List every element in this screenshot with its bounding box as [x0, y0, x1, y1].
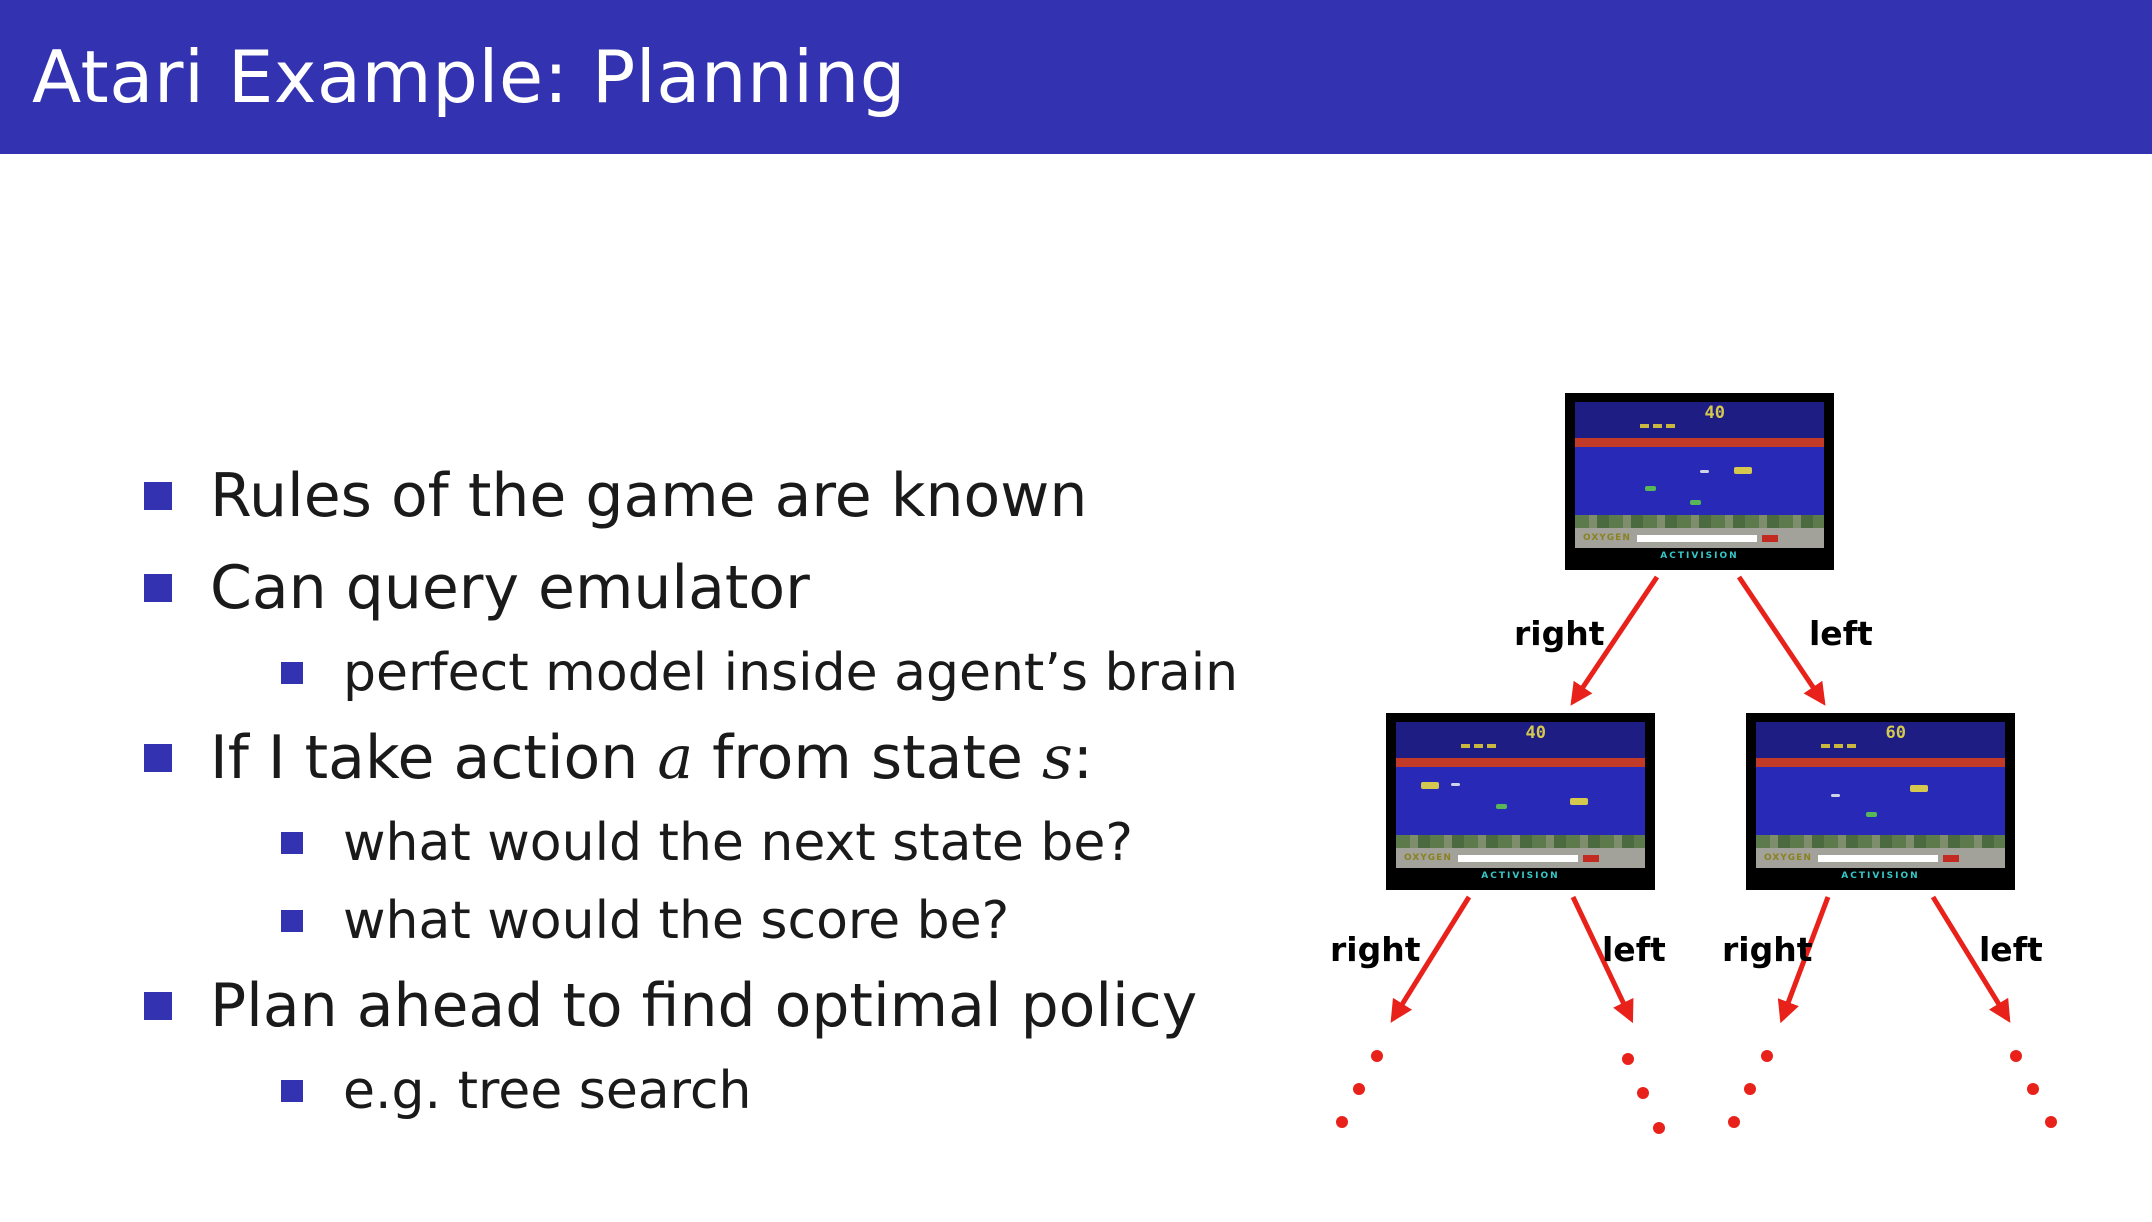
- bullet-item-take-action: If I take action a from state s:: [144, 712, 1304, 804]
- bubble-sprite: [1830, 794, 1840, 798]
- bullet-item-tree-search: e.g. tree search: [144, 1052, 1304, 1130]
- score-band: 60: [1756, 722, 2005, 758]
- atari-frame: 60 OXYGEN ACTIVISION: [1756, 722, 2005, 884]
- action-label-left: left: [1809, 614, 1873, 653]
- brand-band: ACTIVISION: [1756, 868, 2005, 884]
- bullet-marker: [281, 832, 303, 854]
- bullet-marker: [144, 992, 172, 1020]
- atari-frame: 40 OXYGEN ACTIVISION: [1575, 402, 1824, 564]
- game-score: 40: [1525, 723, 1546, 743]
- action-label-left: left: [1979, 930, 2043, 969]
- bullet-text: Rules of the game are known: [210, 461, 1088, 531]
- submarine-sprite: [1910, 784, 1929, 792]
- bullet-item-next-state: what would the next state be?: [144, 804, 1304, 882]
- bullet-item-emulator: Can query emulator: [144, 542, 1304, 634]
- water-area: [1756, 767, 2005, 835]
- math-var-s: s: [1041, 723, 1073, 793]
- atari-screen-left-child: 40 OXYGEN ACTIVISION: [1386, 713, 1655, 890]
- oxygen-bar: [1817, 854, 1938, 862]
- bullet-text: Plan ahead to find optimal policy: [210, 971, 1198, 1041]
- action-label-right: right: [1514, 614, 1605, 653]
- brand-label: ACTIVISION: [1841, 871, 1920, 881]
- surface-stripe: [1396, 758, 1645, 767]
- bullet-marker: [144, 744, 172, 772]
- bullet-text-part: from state: [712, 723, 1023, 793]
- bullet-text: what would the score be?: [343, 891, 1010, 951]
- surface-stripe: [1575, 438, 1824, 447]
- bullet-marker: [281, 662, 303, 684]
- action-label-right: right: [1722, 930, 1813, 969]
- game-score: 60: [1885, 723, 1906, 743]
- atari-screen-root: 40 OXYGEN ACTIVISION: [1565, 393, 1834, 570]
- bullet-marker: [144, 482, 172, 510]
- score-band: 40: [1575, 402, 1824, 438]
- score-band: 40: [1396, 722, 1645, 758]
- lives-indicator: [1639, 424, 1649, 428]
- atari-frame: 40 OXYGEN ACTIVISION: [1396, 722, 1645, 884]
- fish-sprite: [1495, 804, 1507, 810]
- bubble-sprite: [1699, 470, 1709, 474]
- bullet-text: If I take action a from state s:: [210, 723, 1093, 793]
- oxygen-bar-red: [1582, 854, 1599, 862]
- math-var-a: a: [657, 723, 694, 793]
- oxygen-label: OXYGEN: [1404, 853, 1452, 863]
- surface-stripe: [1756, 758, 2005, 767]
- continuation-dots: [1336, 1050, 2057, 1134]
- oxygen-bar-red: [1761, 534, 1778, 542]
- bullet-item-score: what would the score be?: [144, 882, 1304, 960]
- atari-screen-right-child: 60 OXYGEN ACTIVISION: [1746, 713, 2015, 890]
- lives-indicator: [1820, 744, 1830, 748]
- lives-indicator: [1460, 744, 1470, 748]
- action-label-left: left: [1602, 930, 1666, 969]
- oxygen-label: OXYGEN: [1764, 853, 1812, 863]
- submarine-sprite: [1420, 781, 1439, 789]
- slide-title: Atari Example: Planning: [32, 35, 906, 119]
- water-area: [1575, 447, 1824, 515]
- brand-band: ACTIVISION: [1575, 548, 1824, 564]
- enemy-sub-sprite: [1570, 797, 1589, 805]
- bullet-text-part: If I take action: [210, 723, 639, 793]
- seafloor: [1756, 835, 2005, 848]
- bullet-item-plan-ahead: Plan ahead to find optimal policy: [144, 960, 1304, 1052]
- slide-header: Atari Example: Planning: [0, 0, 2152, 154]
- bullet-text: e.g. tree search: [343, 1061, 752, 1121]
- bullet-text: perfect model inside agent’s brain: [343, 643, 1239, 703]
- bullet-item-rules: Rules of the game are known: [144, 450, 1304, 542]
- oxygen-hud: OXYGEN: [1575, 528, 1824, 548]
- bullet-text: what would the next state be?: [343, 813, 1134, 873]
- brand-band: ACTIVISION: [1396, 868, 1645, 884]
- oxygen-label: OXYGEN: [1583, 533, 1631, 543]
- oxygen-bar: [1457, 854, 1578, 862]
- fish-sprite: [1644, 486, 1656, 492]
- oxygen-bar: [1636, 534, 1757, 542]
- tree-arrow-lines: [1390, 575, 2011, 1024]
- water-area: [1396, 767, 1645, 835]
- bullet-text: Can query emulator: [210, 553, 810, 623]
- oxygen-hud: OXYGEN: [1756, 848, 2005, 868]
- game-score: 40: [1704, 403, 1725, 423]
- bullet-list: Rules of the game are known Can query em…: [144, 450, 1304, 1130]
- seafloor: [1575, 515, 1824, 528]
- bullet-marker: [144, 574, 172, 602]
- brand-label: ACTIVISION: [1660, 551, 1739, 561]
- brand-label: ACTIVISION: [1481, 871, 1560, 881]
- oxygen-hud: OXYGEN: [1396, 848, 1645, 868]
- fish-sprite: [1689, 500, 1701, 506]
- seafloor: [1396, 835, 1645, 848]
- bullet-item-perfect-model: perfect model inside agent’s brain: [144, 634, 1304, 712]
- bubble-sprite: [1450, 783, 1460, 787]
- bullet-marker: [281, 1080, 303, 1102]
- tree-edges: [1336, 575, 2057, 1134]
- fish-sprite: [1865, 811, 1877, 817]
- bullet-marker: [281, 910, 303, 932]
- tree-diagram: 40 OXYGEN ACTIVISION: [1304, 377, 2086, 1173]
- bullet-text-part: :: [1072, 723, 1093, 793]
- submarine-sprite: [1734, 467, 1753, 475]
- action-label-right: right: [1330, 930, 1421, 969]
- oxygen-bar-red: [1942, 854, 1959, 862]
